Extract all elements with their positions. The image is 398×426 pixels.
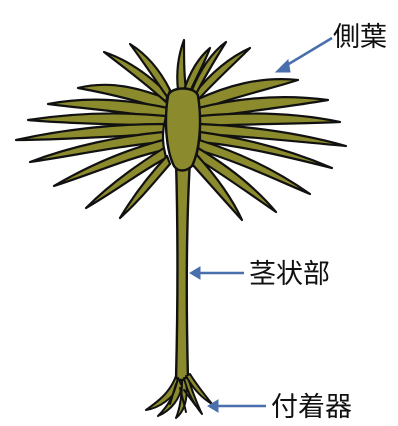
- arrow-lateral-leaves: [282, 38, 332, 68]
- seaweed-illustration: [16, 40, 346, 418]
- holdfast: [146, 374, 212, 418]
- label-stipe: 茎状部: [249, 259, 330, 290]
- stipe: [176, 160, 190, 380]
- arrowhead-stipe: [190, 267, 200, 279]
- label-lateral-leaves: 側葉: [333, 22, 387, 53]
- label-holdfast: 付着器: [271, 392, 352, 423]
- arrowhead-lateral-leaves: [276, 60, 290, 72]
- frond-head: [166, 89, 200, 171]
